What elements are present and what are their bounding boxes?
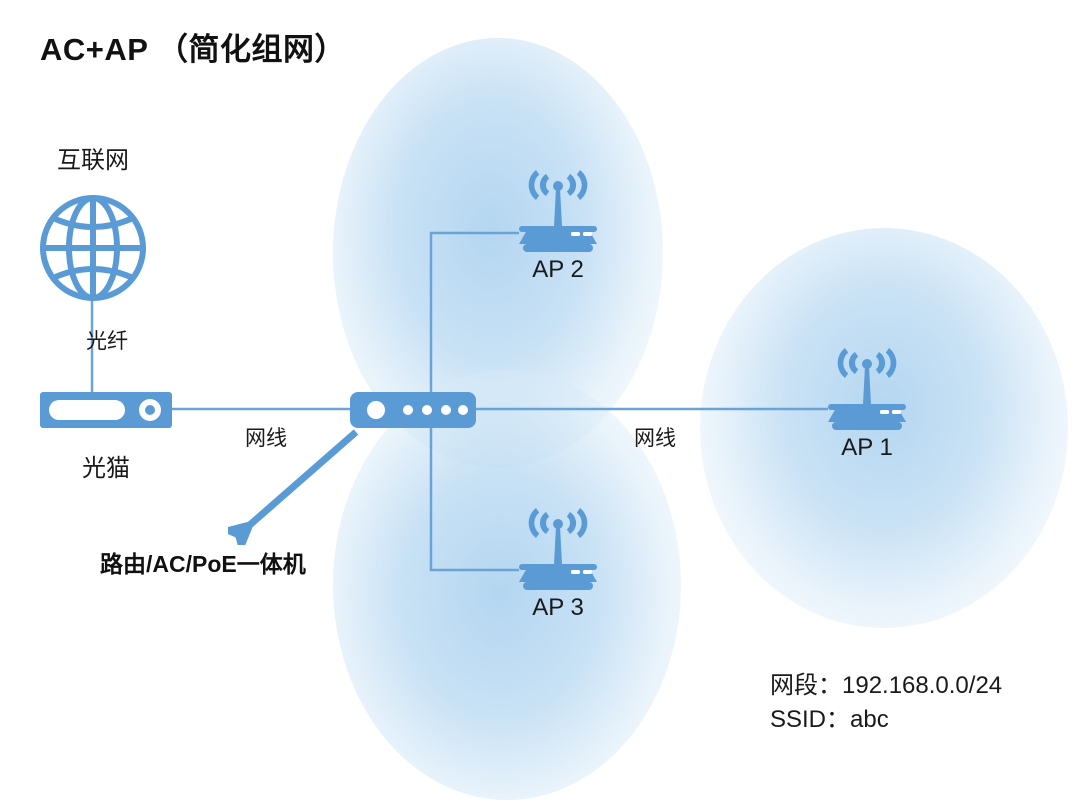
modem-label: 光猫 — [82, 455, 130, 482]
subnet-info: 网段：192.168.0.0/24 — [770, 672, 1003, 699]
ethernet-label-left: 网线 — [245, 427, 287, 450]
globe-icon[interactable] — [40, 192, 146, 304]
ethernet-label-right: 网线 — [634, 427, 676, 450]
ap1-label: AP 1 — [841, 434, 893, 461]
internet-label: 互联网 — [57, 147, 129, 174]
ssid-info: SSID：abc — [770, 706, 889, 733]
ap2-label: AP 2 — [532, 256, 584, 283]
ap3-label: AP 3 — [532, 594, 584, 621]
fiber-link-label: 光纤 — [86, 330, 128, 353]
page-title: AC+AP （简化组网） — [40, 32, 346, 67]
router-annotation-label: 路由/AC/PoE一体机 — [100, 551, 306, 577]
modem-icon[interactable] — [40, 392, 172, 428]
